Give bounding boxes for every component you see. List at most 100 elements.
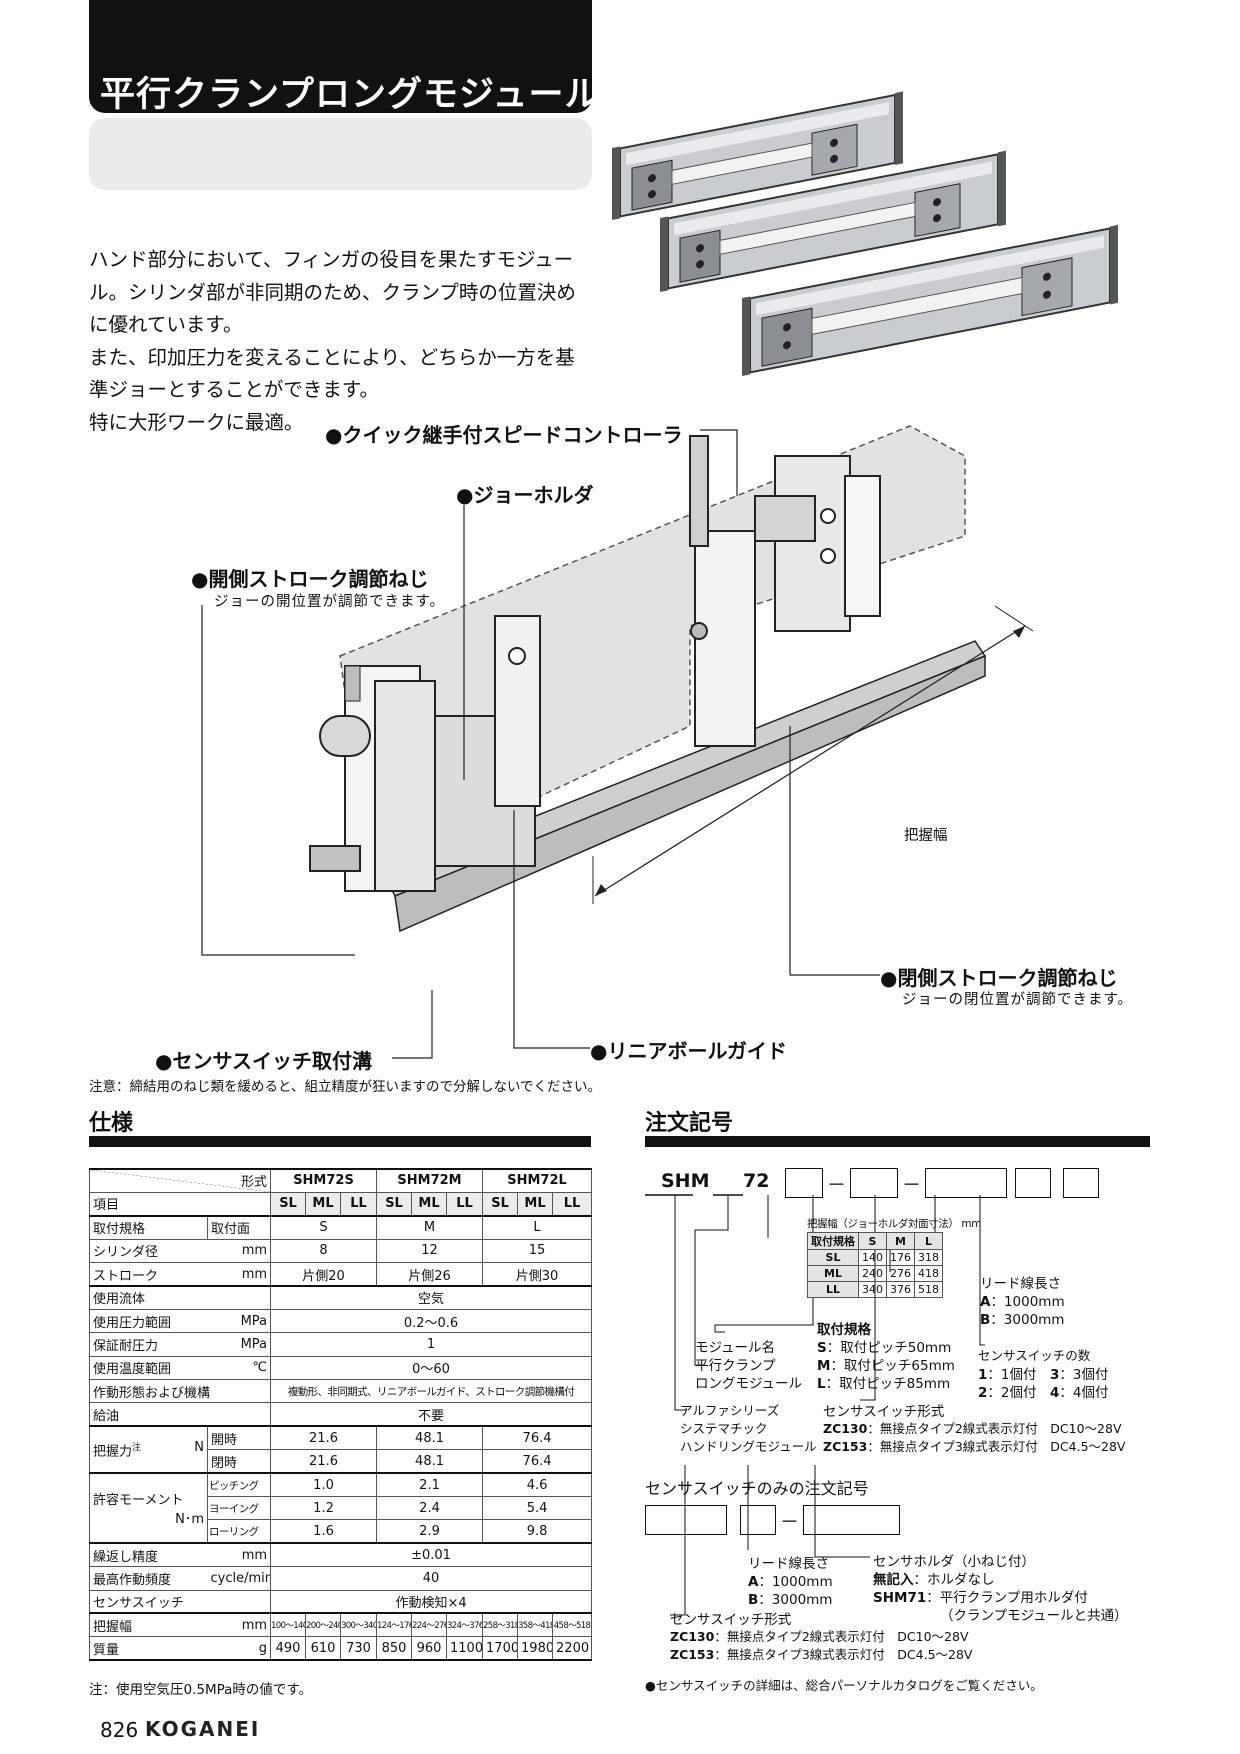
spec-row-label: 把握力注 N (89, 1425, 208, 1474)
lead-code: B (980, 1312, 991, 1328)
caution-note: 注意：締結用のねじ類を緩めると、組立精度が狂いますので分解しないでください。 (89, 1079, 602, 1095)
spec-row-label: 取付規格 (89, 1214, 208, 1240)
grip-table-head: M (886, 1232, 915, 1250)
spec-row-sublabel: 閉時 (206, 1449, 272, 1474)
sensor-type-desc: ：無接点タイプ2線式表示灯付 DC10～28V (714, 1629, 969, 1644)
spec-footnote: 注：使用空気圧0.5MPa時の値です。 (89, 1682, 313, 1698)
spec-item-label: 項目 (88, 1191, 272, 1217)
sensor-only-box-lead (740, 1505, 776, 1535)
callout-sensor-groove: ●センサスイッチ取付溝 (155, 1049, 373, 1073)
module-photo-1 (612, 91, 903, 221)
spec-value: 1700 (482, 1636, 519, 1662)
spec-value: 258～318 (482, 1612, 519, 1638)
sensor-type-code: ZC153 (823, 1439, 868, 1454)
mount-title: 取付規格 (817, 1322, 871, 1338)
intro-line: ル。シリンダ部が非同期のため、クランプ時の位置決め (89, 280, 576, 304)
submodel-header: SL (270, 1191, 307, 1217)
spec-value: 片側30 (482, 1262, 593, 1287)
callout-open-stroke-sub: ジョーの開位置が調節できます。 (214, 594, 446, 610)
module-photo-2 (660, 150, 1006, 292)
mount-code: L (817, 1376, 826, 1392)
spec-value: 1 (270, 1332, 593, 1357)
spec-value: 21.6 (270, 1449, 378, 1474)
spec-row-label: 保証耐圧力 (89, 1332, 208, 1357)
order-box-lead (1015, 1168, 1051, 1198)
spec-row-label: 使用流体 (88, 1284, 272, 1310)
spec-type-label: 形式 (88, 1167, 272, 1193)
mount-code: S (817, 1340, 827, 1356)
title-bar (89, 0, 592, 113)
spec-value: 片側20 (270, 1262, 378, 1287)
spec-row-label: 使用圧力範囲 (89, 1308, 208, 1334)
module-name-line: モジュール名 (695, 1340, 776, 1356)
module-name-line: 平行クランプ (695, 1358, 776, 1374)
spec-value: 1100 (446, 1636, 484, 1662)
order-dash: － (780, 1511, 800, 1533)
spec-unit: mm (207, 1262, 272, 1287)
spec-value: 124～176 (376, 1612, 413, 1638)
spec-row-sublabel: 開時 (206, 1425, 272, 1451)
holder-code: 無記入 (873, 1572, 914, 1588)
sensor-type-code: ZC130 (670, 1629, 715, 1644)
spec-value: 200～240 (305, 1612, 342, 1638)
spec-row-label: シリンダ径 (89, 1238, 208, 1264)
grip-table-cell: 376 (886, 1281, 915, 1298)
callout-speed-controller: ●クイック継手付スピードコントローラ (325, 423, 683, 447)
spec-unit: mm (207, 1238, 272, 1264)
spec-value: 0.2～0.6 (270, 1308, 593, 1334)
spec-unit: MPa (207, 1308, 272, 1334)
lead-code: A (980, 1294, 991, 1310)
grip-table-cell: 318 (914, 1249, 943, 1266)
grip-table-cell: 418 (914, 1265, 943, 1282)
sensor-count-code: 4 (1050, 1385, 1060, 1401)
sensor-type-code: ZC153 (670, 1647, 715, 1662)
spec-unit: mm (207, 1612, 272, 1638)
spec-row-label: 質量 (89, 1636, 208, 1662)
intro-line: また、印加圧力を変えることにより、どちらか一方を基 (89, 345, 575, 369)
moment-unit: N･m (175, 1512, 204, 1528)
grip-table-head: L (914, 1232, 943, 1250)
spec-value: 作動検知×4 (270, 1589, 593, 1614)
sensor-count-desc: ：1個付 (987, 1367, 1037, 1383)
page-number: 826 (100, 1718, 139, 1742)
intro-line: ハンド部分において、フィンガの役目を果たすモジュー (89, 248, 574, 271)
model-header: SHM72L (482, 1167, 593, 1193)
sensor-type-title: センサスイッチ形式 (823, 1404, 945, 1420)
series-line: アルファシリーズ (680, 1403, 780, 1418)
submodel-header: LL (340, 1191, 378, 1217)
grip-table-cell: 176 (886, 1249, 915, 1266)
sensor-only-title: センサスイッチのみの注文記号 (645, 1479, 869, 1498)
spec-value: 76.4 (482, 1449, 593, 1474)
callout-open-stroke: ●開側ストローク調節ねじ (191, 567, 429, 591)
grip-table-cell: LL (807, 1281, 859, 1298)
sensor-detail-note: ●センサスイッチの詳細は、総合パーソナルカタログをご覧ください。 (645, 1678, 1043, 1693)
spec-value: 21.6 (270, 1425, 378, 1451)
sensor-only-box-holder (803, 1505, 900, 1535)
spec-value: L (482, 1214, 593, 1240)
spec-value: 5.4 (482, 1495, 593, 1521)
page-title: 平行クランプロングモジュール (100, 75, 601, 115)
order-code-area: SHM 72 － － 把握幅（ジョーホルダ対面寸法） mm 取付規格 S M L… (645, 1160, 1165, 1700)
submodel-header: SL (376, 1191, 413, 1217)
spec-unit: cycle/min (207, 1566, 272, 1591)
grip-table-cell: 340 (858, 1281, 887, 1298)
spec-value: 358～418 (517, 1612, 554, 1638)
sensor-lead-title: リード線長さ (748, 1556, 829, 1572)
spec-value: 730 (340, 1636, 378, 1662)
order-title: 注文記号 (645, 1111, 734, 1136)
order-leaders (645, 1194, 985, 1616)
spec-value: 1980 (517, 1636, 554, 1662)
grip-table-cell: SL (807, 1249, 859, 1266)
mount-desc: ：取付ピッチ85mm (825, 1376, 951, 1392)
spec-value: 1.6 (270, 1519, 378, 1544)
spec-row-label: 給油 (88, 1402, 272, 1427)
spec-value: 76.4 (482, 1425, 593, 1451)
spec-unit: N (194, 1440, 204, 1456)
intro-line: に優れています。 (89, 313, 243, 336)
brand-logo: KOGANEI (145, 1717, 261, 1741)
sensor-type-desc: ：無接点タイプ3線式表示灯付 DC4.5～28V (867, 1439, 1126, 1454)
sensor-type-code: ZC130 (823, 1421, 868, 1436)
intro-line: 特に大形ワークに最適。 (89, 410, 304, 434)
sensor-count-desc: ：3個付 (1059, 1367, 1109, 1383)
spec-value: 490 (270, 1636, 307, 1662)
